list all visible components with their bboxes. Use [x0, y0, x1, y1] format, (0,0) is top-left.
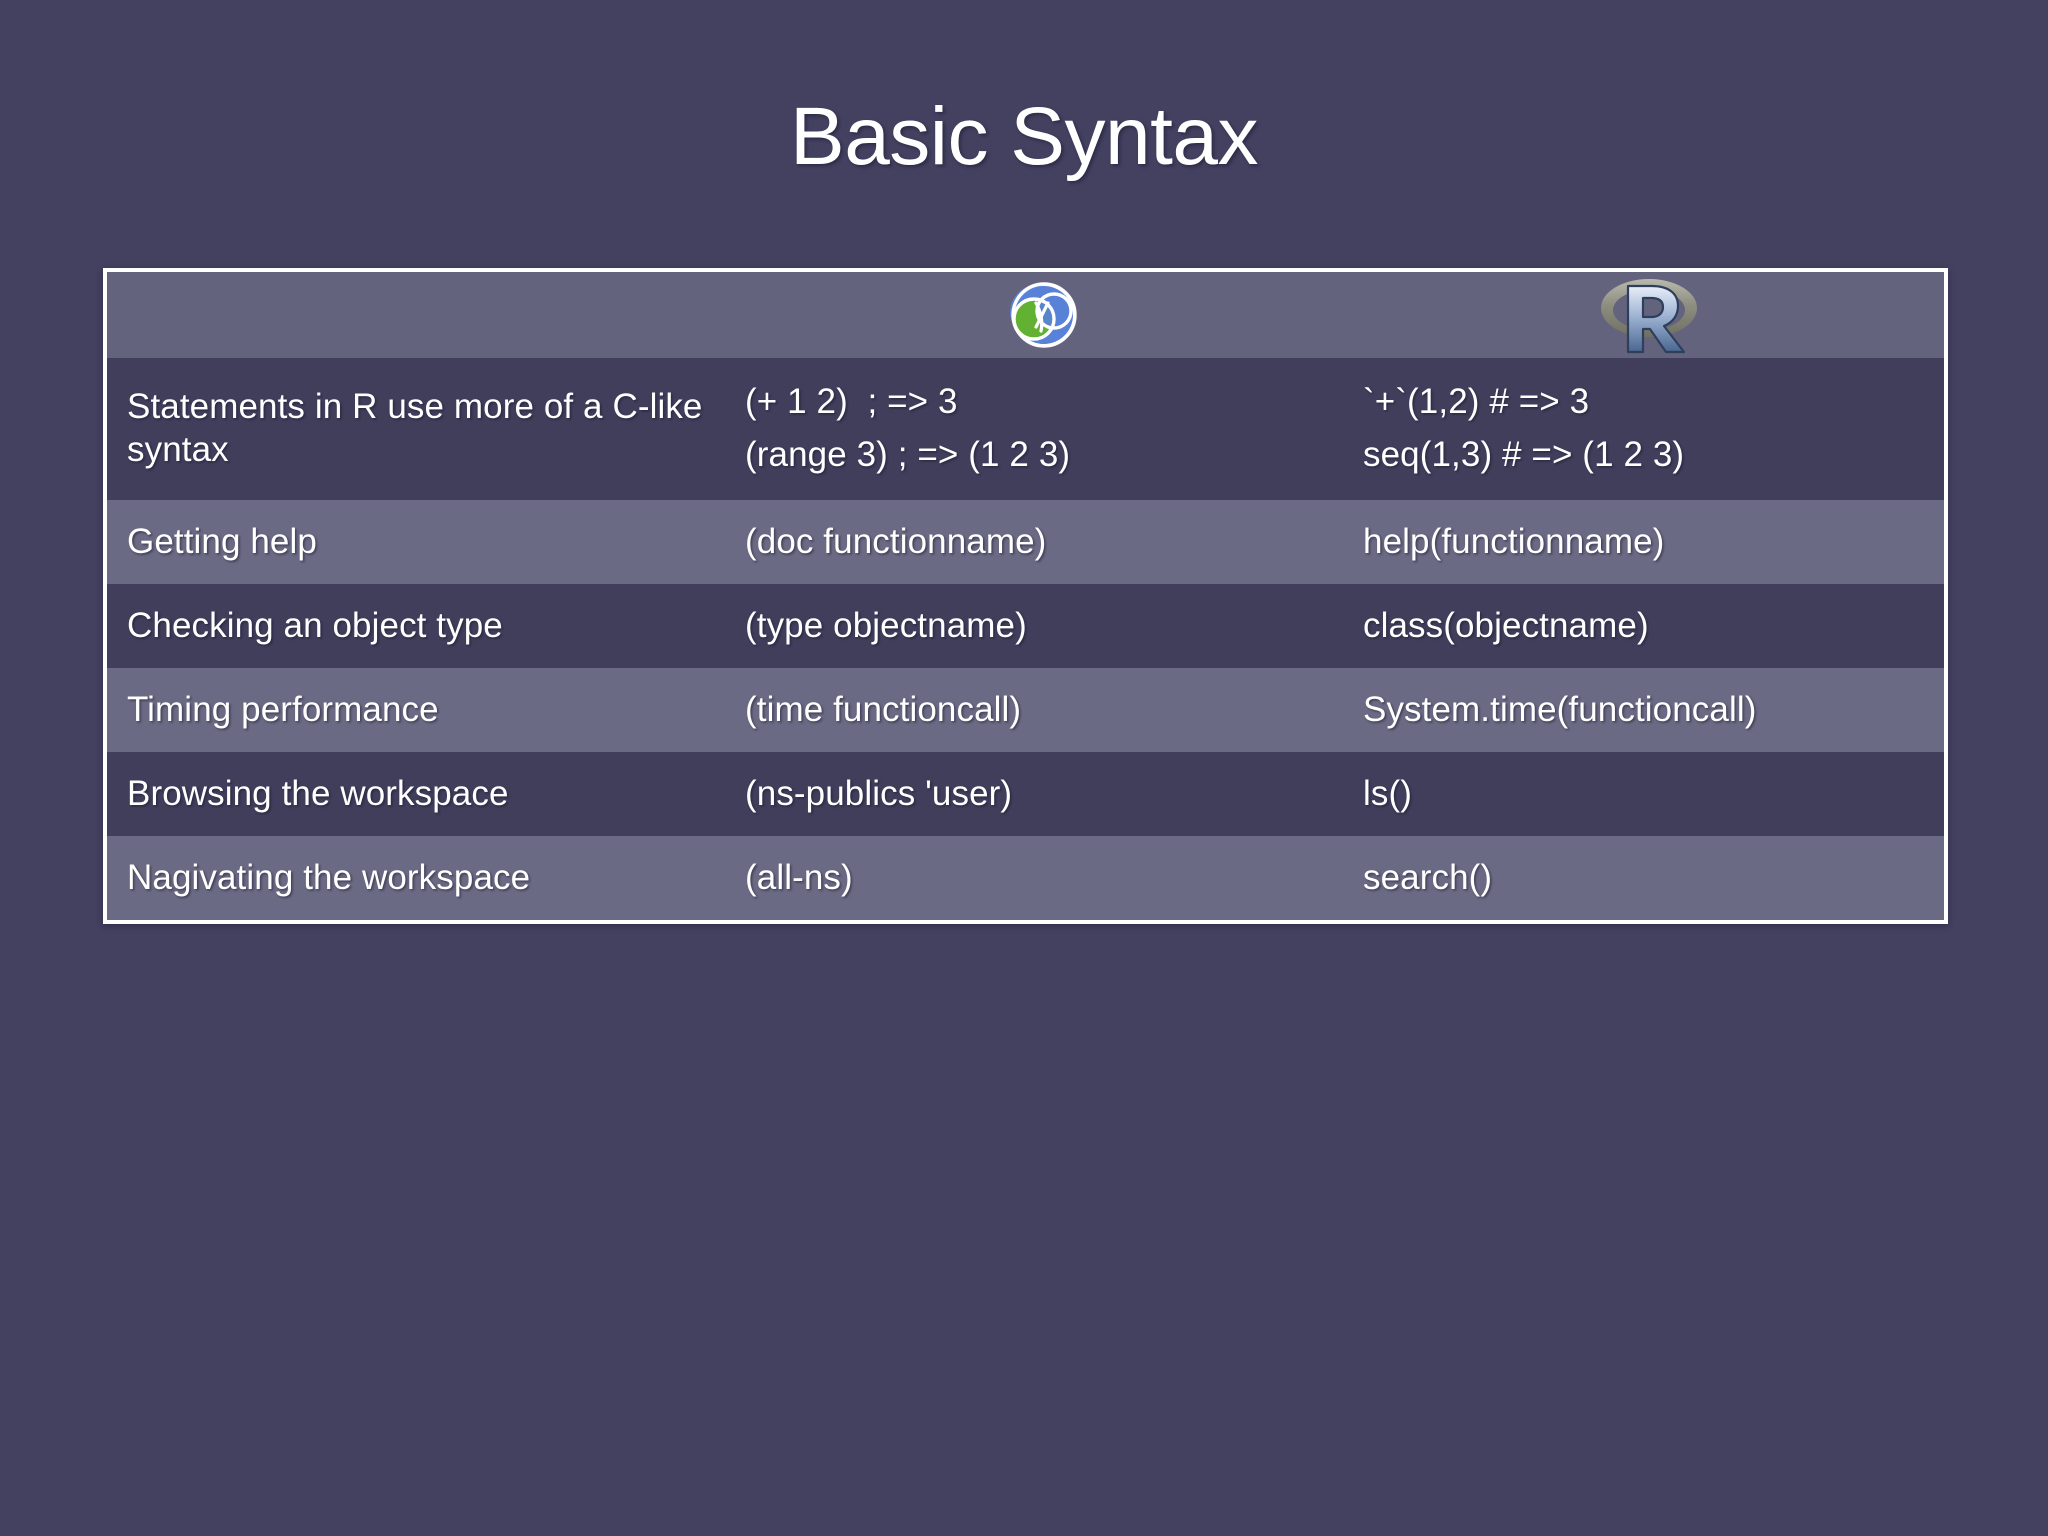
table-row: Checking an object type (type objectname… [107, 584, 1944, 668]
cell-r: ls() [1363, 773, 1412, 813]
cell-r: search() [1363, 857, 1493, 897]
clojure-logo-icon [1010, 281, 1078, 349]
cell-topic: Getting help [127, 521, 317, 561]
table-row: Nagivating the workspace (all-ns) search… [107, 836, 1944, 920]
table-row: Statements in R use more of a C-like syn… [107, 358, 1944, 500]
table-row: Timing performance (time functioncall) S… [107, 668, 1944, 752]
cell-r: class(objectname) [1363, 605, 1649, 645]
cell-topic: Nagivating the workspace [127, 857, 531, 897]
cell-topic: Browsing the workspace [127, 773, 509, 813]
table-row: Getting help (doc functionname) help(fun… [107, 500, 1944, 584]
cell-clojure: (all-ns) [745, 857, 853, 897]
cell-clojure: (time functioncall) [745, 689, 1022, 729]
header-cell-r [1353, 272, 1944, 358]
cell-clojure: (type objectname) [745, 605, 1027, 645]
cell-r: `+`(1,2) # => 3 seq(1,3) # => (1 2 3) [1363, 382, 1685, 474]
table-body: Statements in R use more of a C-like syn… [107, 358, 1944, 920]
table-header-row [107, 272, 1944, 358]
r-logo-icon [1594, 272, 1704, 358]
cell-clojure: (doc functionname) [745, 521, 1047, 561]
cell-r: help(functionname) [1363, 521, 1665, 561]
header-cell-clojure [735, 272, 1353, 358]
cell-clojure: (ns-publics 'user) [745, 773, 1013, 813]
page-title: Basic Syntax [790, 91, 1258, 182]
header-cell-topic [107, 272, 735, 358]
cell-topic: Statements in R use more of a C-like syn… [127, 387, 703, 469]
table-row: Browsing the workspace (ns-publics 'user… [107, 752, 1944, 836]
comparison-table: Statements in R use more of a C-like syn… [107, 272, 1944, 920]
syntax-comparison-table: Statements in R use more of a C-like syn… [103, 268, 1948, 924]
cell-topic: Checking an object type [127, 605, 503, 645]
cell-topic: Timing performance [127, 689, 439, 729]
cell-clojure: (+ 1 2) ; => 3 (range 3) ; => (1 2 3) [745, 382, 1071, 474]
cell-r: System.time(functioncall) [1363, 689, 1757, 729]
